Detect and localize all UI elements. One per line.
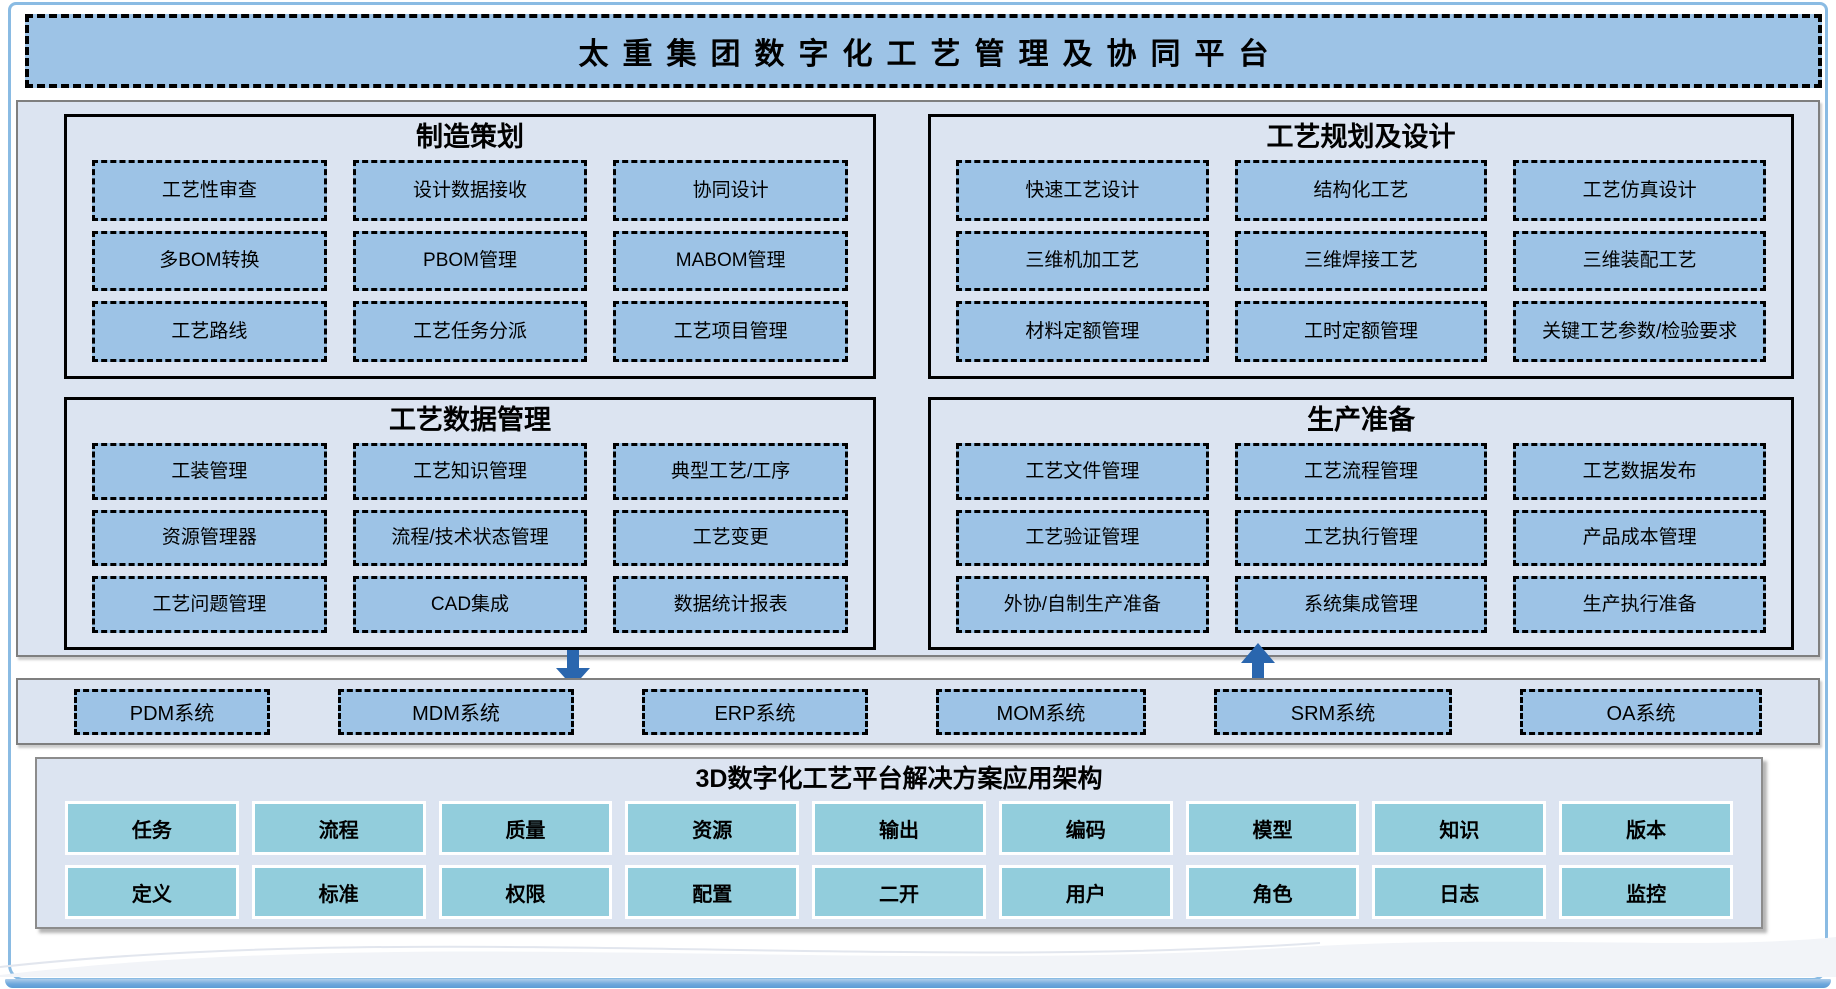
main-panel: 制造策划 工艺性审查 设计数据接收 协同设计 多BOM转换 PBOM管理 MAB…	[16, 100, 1820, 657]
capability-box: 角色	[1185, 865, 1360, 919]
module-box: 协同设计	[613, 160, 848, 221]
capability-box: 质量	[438, 801, 613, 855]
module-box: 工装管理	[92, 443, 327, 500]
module-box: 生产执行准备	[1513, 576, 1766, 633]
module-box: 工艺文件管理	[956, 443, 1209, 500]
capability-box: 二开	[812, 865, 986, 919]
capability-box: 监控	[1559, 865, 1733, 919]
module-box: 外协/自制生产准备	[956, 576, 1209, 633]
module-box: 工艺性审查	[92, 160, 327, 221]
module-box: 数据统计报表	[613, 576, 848, 633]
module-box: 资源管理器	[92, 509, 327, 567]
capability-box: 定义	[65, 865, 239, 919]
module-box: 工艺验证管理	[956, 509, 1209, 567]
capability-box: 模型	[1185, 801, 1360, 855]
module-box: 工艺仿真设计	[1513, 160, 1766, 221]
platform-title-banner: 太重集团数字化工艺管理及协同平台	[25, 14, 1822, 88]
section-title: 制造策划	[416, 122, 524, 152]
background-swoosh	[0, 937, 1836, 977]
capability-box: 任务	[65, 801, 239, 855]
capability-box: 资源	[625, 801, 800, 855]
system-box: MDM系统	[338, 688, 574, 735]
module-box: 工艺变更	[613, 509, 848, 567]
system-box: ERP系统	[642, 688, 868, 735]
module-box: 多BOM转换	[92, 230, 327, 292]
module-box: 工艺数据发布	[1513, 443, 1766, 500]
module-box: 工艺项目管理	[613, 301, 848, 362]
module-box: 产品成本管理	[1513, 509, 1766, 567]
section-process-data-management: 工艺数据管理 工装管理 工艺知识管理 典型工艺/工序 资源管理器 流程/技术状态…	[64, 397, 876, 650]
module-box: 工时定额管理	[1234, 301, 1488, 362]
module-box: 工艺路线	[92, 301, 327, 362]
capability-box: 输出	[812, 801, 986, 855]
section-title: 工艺规划及设计	[1266, 122, 1456, 152]
module-box: MABOM管理	[613, 230, 848, 292]
section-manufacturing-planning: 制造策划 工艺性审查 设计数据接收 协同设计 多BOM转换 PBOM管理 MAB…	[64, 114, 876, 379]
up-arrow-icon	[1241, 643, 1275, 684]
section-process-planning-and-design: 工艺规划及设计 快速工艺设计 结构化工艺 工艺仿真设计 三维机加工艺 三维焊接工…	[928, 114, 1794, 379]
external-systems-strip: PDM系统 MDM系统 ERP系统 MOM系统 SRM系统 OA系统	[16, 678, 1820, 745]
capability-box: 权限	[438, 865, 613, 919]
capability-box: 知识	[1372, 801, 1547, 855]
module-box: 工艺问题管理	[92, 576, 327, 633]
system-box: PDM系统	[74, 688, 270, 735]
section-title: 生产准备	[1307, 405, 1415, 435]
module-box: 工艺流程管理	[1234, 443, 1488, 500]
module-box: 结构化工艺	[1234, 160, 1488, 221]
module-box: 系统集成管理	[1234, 576, 1488, 633]
section-production-preparation: 生产准备 工艺文件管理 工艺流程管理 工艺数据发布 工艺验证管理 工艺执行管理 …	[928, 397, 1794, 650]
module-box: 快速工艺设计	[956, 160, 1209, 221]
capability-box: 版本	[1559, 801, 1733, 855]
module-box: 设计数据接收	[352, 160, 588, 221]
module-box: 三维机加工艺	[956, 230, 1209, 292]
module-box: 工艺任务分派	[352, 301, 588, 362]
module-box: 三维装配工艺	[1513, 230, 1766, 292]
capability-box: 日志	[1372, 865, 1547, 919]
section-title: 工艺数据管理	[389, 405, 551, 435]
module-box: 典型工艺/工序	[613, 443, 848, 500]
module-box: 流程/技术状态管理	[352, 509, 588, 567]
platform-solution-title: 3D数字化工艺平台解决方案应用架构	[695, 765, 1103, 793]
capability-box: 流程	[251, 801, 426, 855]
capability-box: 标准	[251, 865, 426, 919]
capability-box: 配置	[625, 865, 800, 919]
system-box: OA系统	[1520, 688, 1762, 735]
capability-box: 编码	[998, 801, 1173, 855]
module-box: 三维焊接工艺	[1234, 230, 1488, 292]
down-arrow-icon	[556, 650, 590, 687]
module-box: PBOM管理	[352, 230, 588, 292]
bottom-accent-bar	[5, 979, 1831, 988]
module-box: 工艺执行管理	[1234, 509, 1488, 567]
system-box: MOM系统	[936, 688, 1146, 735]
platform-title: 太重集团数字化工艺管理及协同平台	[578, 38, 1283, 71]
quadrant-grid: 制造策划 工艺性审查 设计数据接收 协同设计 多BOM转换 PBOM管理 MAB…	[18, 102, 1818, 650]
module-box: 关键工艺参数/检验要求	[1513, 301, 1766, 362]
system-box: SRM系统	[1214, 688, 1452, 735]
module-box: CAD集成	[352, 576, 588, 633]
platform-solution-panel: 3D数字化工艺平台解决方案应用架构 任务 流程 质量 资源 输出 编码 模型 知…	[35, 757, 1763, 929]
module-box: 材料定额管理	[956, 301, 1209, 362]
module-box: 工艺知识管理	[352, 443, 588, 500]
capability-box: 用户	[998, 865, 1173, 919]
